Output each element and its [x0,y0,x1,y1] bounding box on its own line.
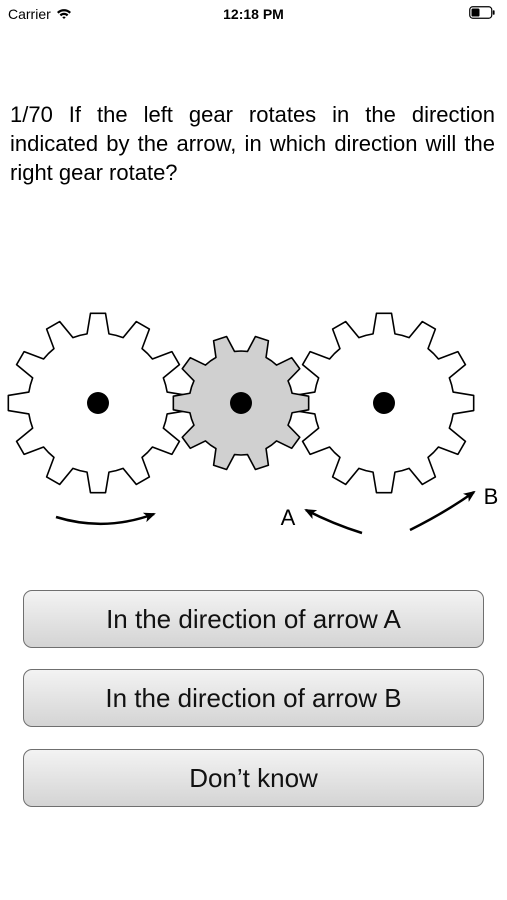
status-bar: Carrier 12:18 PM [0,0,507,28]
question-text: 1/70 If the left gear rotates in the dir… [10,102,495,185]
answer-button-a[interactable]: In the direction of arrow A [23,590,484,648]
wifi-icon [56,9,71,19]
gear-diagram: A B [7,312,499,535]
carrier-label: Carrier [8,6,51,22]
answer-button-b-label: In the direction of arrow B [105,682,402,713]
dont-know-button[interactable]: Don’t know [23,749,484,807]
arrow-b-label: B [484,484,499,509]
middle-gear-hub [230,392,252,414]
arrow-a [304,508,363,535]
dont-know-button-label: Don’t know [189,762,318,793]
left-gear-direction-arrow [55,512,156,526]
answer-button-b[interactable]: In the direction of arrow B [23,669,484,727]
clock: 12:18 PM [223,6,284,22]
battery [469,6,495,22]
carrier: Carrier [8,6,72,22]
arrow-a-label: A [281,505,296,530]
arrow-b [409,490,476,532]
battery-icon [469,6,495,19]
right-gear-hub [373,392,395,414]
left-gear-hub [87,392,109,414]
answer-button-a-label: In the direction of arrow A [106,603,401,634]
